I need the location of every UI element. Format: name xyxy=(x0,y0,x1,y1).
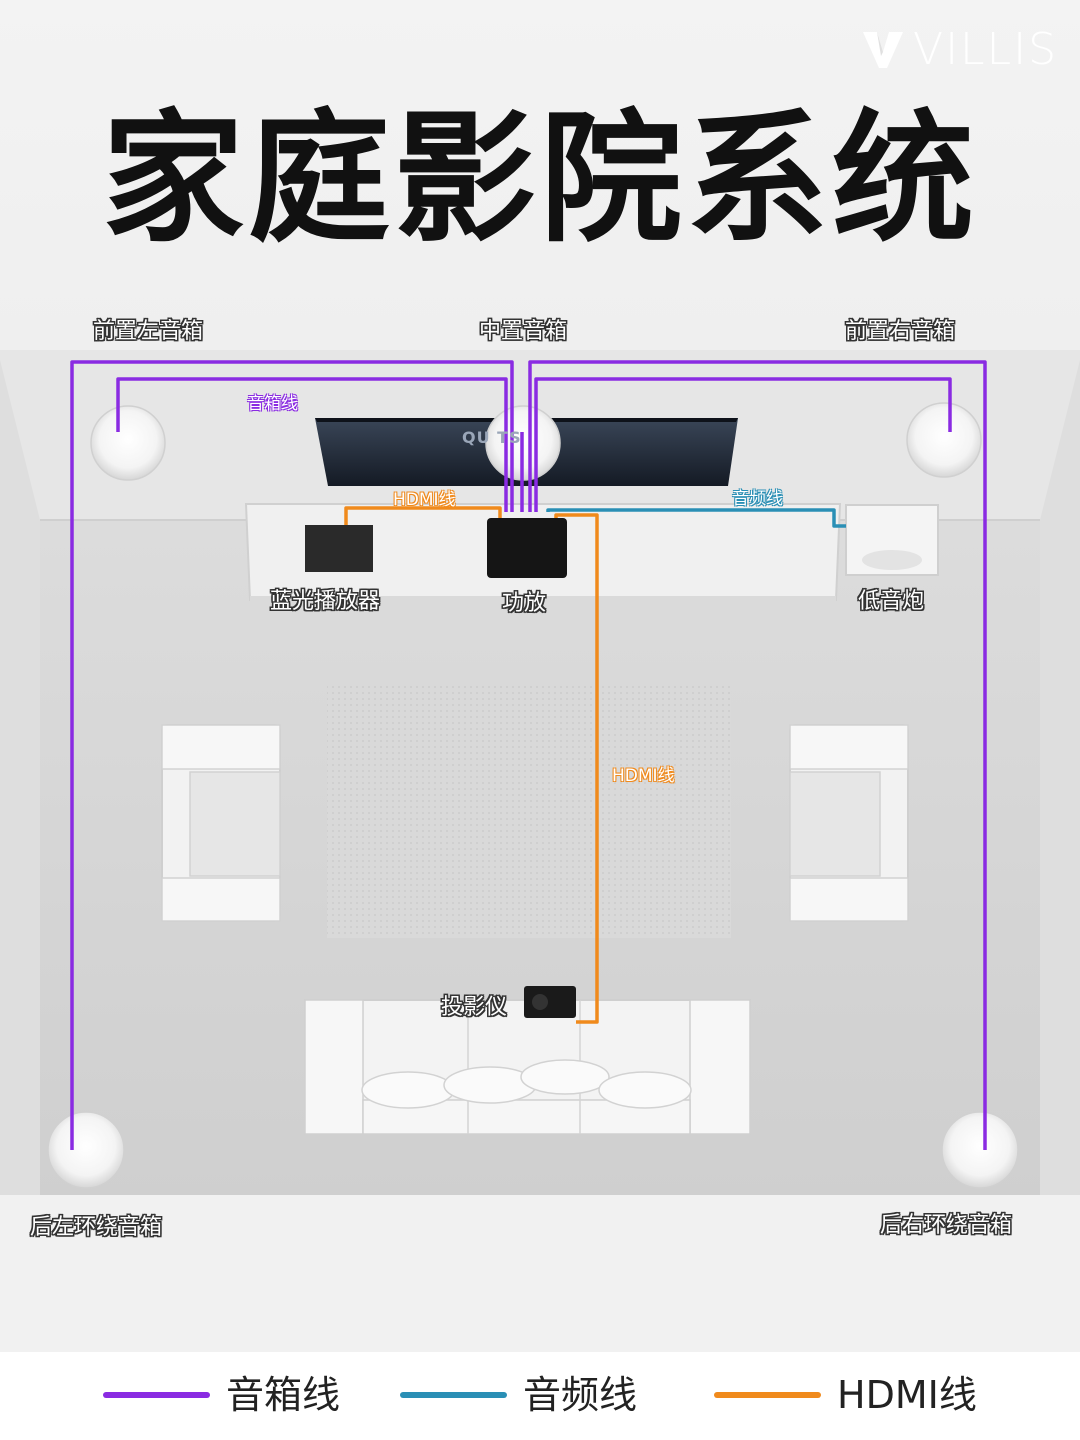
brand-name: VILLIS xyxy=(912,24,1058,75)
hdmi-wires xyxy=(344,506,599,1024)
amplifier-device xyxy=(487,518,567,578)
villis-logo-icon xyxy=(862,31,903,68)
wire-label-hdmi-vertical: HDMI线 xyxy=(612,766,675,786)
legend-swatch-hdmi-wire xyxy=(714,1392,821,1398)
label-rear-right: 后右环绕音箱 xyxy=(880,1213,1013,1238)
tv-screen-text: QU TS xyxy=(462,428,522,447)
wire-label-speaker: 音箱线 xyxy=(247,394,298,414)
label-amp: 功放 xyxy=(502,591,547,616)
label-projector: 投影仪 xyxy=(441,995,508,1020)
legend-item-hdmi-wire: HDMI线 xyxy=(714,1370,977,1420)
rear-left-speaker xyxy=(47,1111,125,1189)
label-front-left: 前置左音箱 xyxy=(93,319,204,344)
legend-label: 音箱线 xyxy=(226,1373,341,1417)
wire-label-audio: 音频线 xyxy=(732,489,783,509)
legend-item-audio-wire: 音频线 xyxy=(400,1370,637,1420)
page-title: 家庭影院系统 xyxy=(102,97,978,262)
label-front-right: 前置右音箱 xyxy=(845,319,956,344)
legend-label: HDMI线 xyxy=(837,1373,977,1417)
rug xyxy=(327,682,731,938)
front-left-speaker xyxy=(90,405,166,481)
sofa xyxy=(304,999,751,1135)
label-rear-left: 后左环绕音箱 xyxy=(30,1215,163,1240)
legend-swatch-audio-wire xyxy=(400,1392,507,1398)
speaker-wires xyxy=(70,360,987,1150)
left-armchair xyxy=(161,724,281,922)
rear-right-speaker xyxy=(941,1111,1019,1189)
left-wall xyxy=(0,360,40,1260)
legend-swatch-speaker-wire xyxy=(103,1392,210,1398)
front-floor-edge xyxy=(0,1195,1080,1355)
legend: 音箱线 音频线 HDMI线 xyxy=(0,1352,1080,1440)
right-armchair xyxy=(789,724,909,922)
audio-wire xyxy=(546,508,846,528)
label-bluray: 蓝光播放器 xyxy=(270,589,381,614)
legend-item-speaker-wire: 音箱线 xyxy=(103,1370,340,1420)
label-center: 中置音箱 xyxy=(479,319,568,344)
projector-device xyxy=(524,986,576,1018)
wire-label-hdmi-top: HDMI线 xyxy=(393,490,456,510)
brand-logo: VILLIS xyxy=(861,24,1058,75)
right-wall xyxy=(1040,360,1080,1260)
bluray-player-device xyxy=(305,525,373,572)
label-subwoofer: 低音炮 xyxy=(858,589,925,614)
front-right-speaker xyxy=(906,402,982,478)
legend-label: 音频线 xyxy=(523,1373,638,1417)
